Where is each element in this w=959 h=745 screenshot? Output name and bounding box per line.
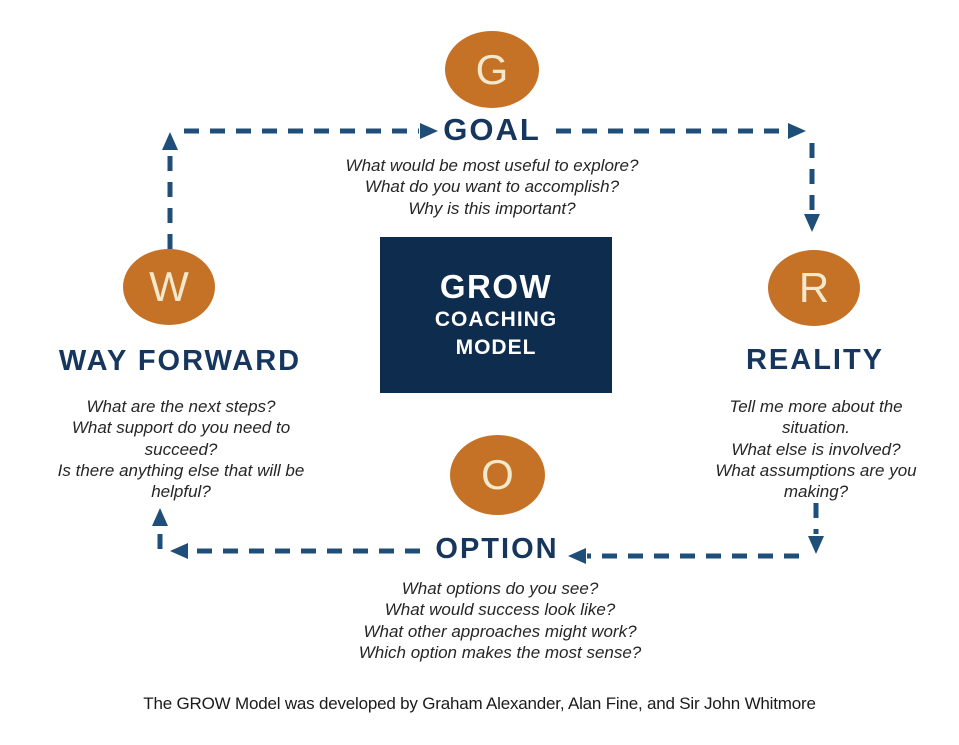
option-letter: O (481, 451, 514, 498)
question-line: What options do you see? (401, 579, 599, 598)
question-line: What would be most useful to explore? (345, 156, 639, 175)
option-questions: What options do you see? What would succ… (330, 578, 670, 663)
arrowhead-up-into-wayforward (152, 508, 168, 526)
question-line: What else is involved? (731, 439, 901, 459)
reality-letter: R (798, 264, 830, 311)
reality-label: REALITY (745, 344, 885, 376)
center-box-title: GROW (439, 267, 553, 305)
arrowhead-up-topleft (162, 132, 178, 150)
option-circle: O (450, 435, 545, 515)
question-line: What do you want to accomplish? (364, 177, 620, 197)
question-line: What are the next steps? (86, 397, 276, 416)
goal-circle: G (445, 31, 539, 108)
center-box-subtitle-2: MODEL (455, 335, 537, 359)
way-forward-questions: What are the next steps? What support do… (42, 396, 320, 502)
question-line: What other approaches might work? (363, 621, 637, 641)
question-line: Tell me more about the situation. (729, 397, 903, 438)
goal-questions: What would be most useful to explore? Wh… (312, 155, 672, 219)
question-line: Why is this important? (408, 198, 576, 218)
arrowhead-down-bottomright (808, 536, 824, 554)
reality-circle: R (768, 250, 860, 326)
reality-questions: Tell me more about the situation. What e… (700, 396, 932, 502)
way-forward-letter: W (149, 263, 189, 310)
question-line: What would success look like? (384, 600, 616, 620)
credit-text: The GROW Model was developed by Graham A… (143, 694, 816, 713)
arrowhead-left-bottomleft (170, 543, 188, 559)
question-line: Is there anything else that will be help… (57, 460, 305, 501)
option-label: OPTION (435, 533, 559, 565)
goal-letter: G (475, 45, 509, 93)
way-forward-circle: W (123, 249, 215, 325)
way-forward-label: WAY FORWARD (58, 345, 302, 377)
arrowhead-right-topright (788, 123, 806, 139)
arrowhead-down-into-reality (804, 214, 820, 232)
center-box-subtitle-1: COACHING (434, 307, 558, 331)
question-line: What assumptions are you making? (715, 460, 917, 501)
center-title-box: GROW COACHING MODEL (380, 237, 612, 393)
question-line: Which option makes the most sense? (358, 642, 642, 662)
goal-label: GOAL (443, 112, 541, 147)
question-line: What support do you need to succeed? (71, 418, 291, 459)
